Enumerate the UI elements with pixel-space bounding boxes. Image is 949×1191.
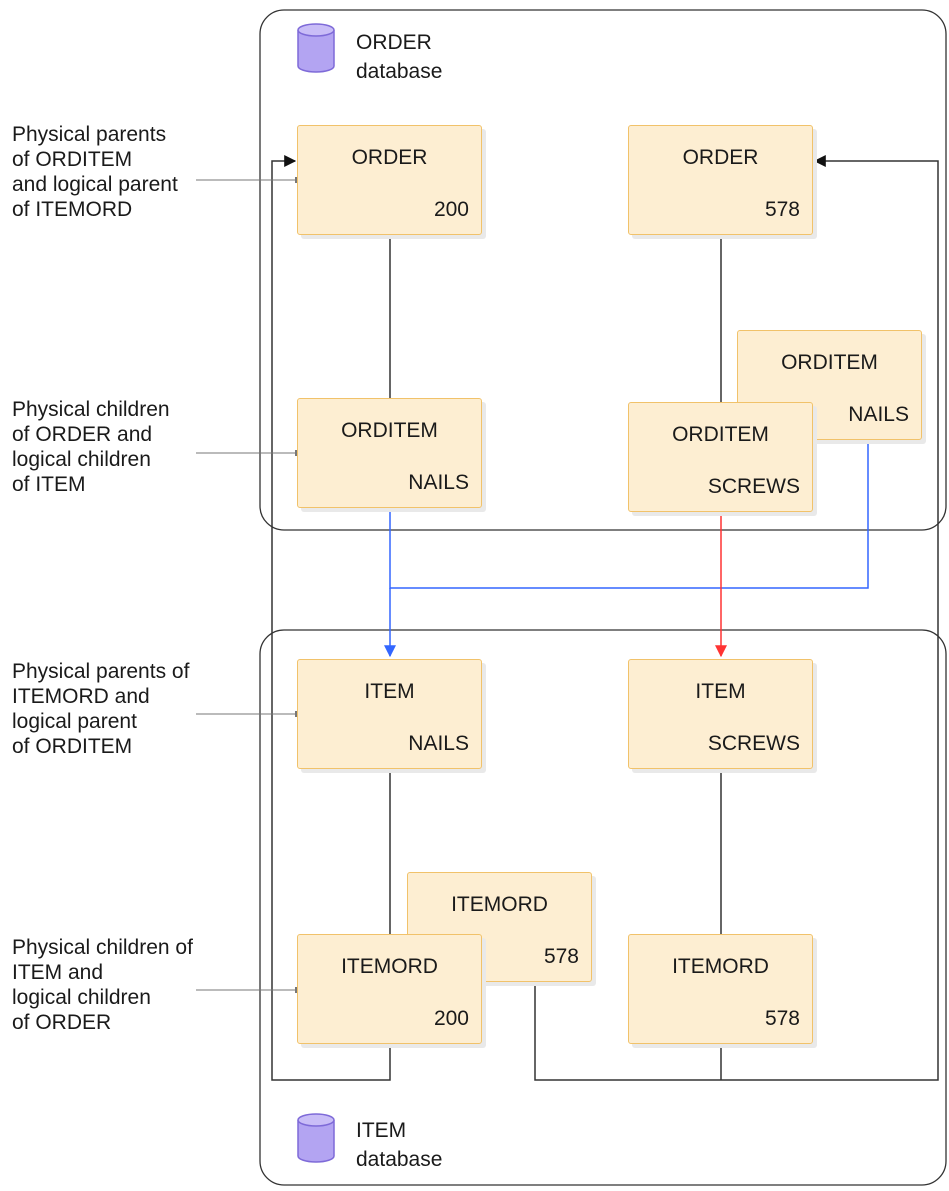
- segment-key: SCREWS: [707, 732, 800, 755]
- segment-item-screws: ITEM SCREWS: [628, 659, 813, 769]
- order-database-subtitle: database: [356, 60, 443, 83]
- order-database-icon: [297, 23, 335, 73]
- segment-orditem-screws: ORDITEM SCREWS: [628, 402, 813, 512]
- annotation-item-parents: Physical parents of ITEMORD and logical …: [12, 660, 190, 758]
- annotation-itemord-children: Physical children of ITEM and logical ch…: [12, 936, 193, 1034]
- segment-name: ITEM: [695, 680, 746, 703]
- segment-name: ITEMORD: [451, 893, 548, 916]
- segment-key: 578: [764, 198, 800, 221]
- order-database-title: ORDER: [356, 31, 432, 54]
- item-database-icon: [297, 1113, 335, 1163]
- item-database-label: ITEM database: [356, 1116, 442, 1174]
- annotation-orditem-children: Physical children of ORDER and logical c…: [12, 398, 170, 496]
- segment-key: 200: [433, 198, 469, 221]
- order-database-label: ORDER database: [356, 28, 442, 86]
- segment-order-578: ORDER 578: [628, 125, 813, 235]
- segment-key: NAILS: [408, 732, 469, 755]
- segment-key: 200: [433, 1007, 469, 1030]
- segment-key: NAILS: [408, 471, 469, 494]
- segment-key: SCREWS: [707, 475, 800, 498]
- segment-name: ORDITEM: [341, 419, 438, 442]
- order-database-container: [259, 9, 947, 531]
- item-database-title: ITEM: [356, 1119, 407, 1142]
- itemord-578-to-order-578-pointer: [534, 155, 939, 1081]
- segment-orditem-nails: ORDITEM NAILS: [297, 398, 482, 508]
- segment-itemord-578: ITEMORD 578: [628, 934, 813, 1044]
- nails-pointer-line: [389, 440, 869, 589]
- segment-name: ORDER: [682, 146, 759, 169]
- segment-item-nails: ITEM NAILS: [297, 659, 482, 769]
- itemord-200-to-order-200-pointer: [271, 155, 391, 1081]
- segment-key: 578: [764, 1007, 800, 1030]
- segment-name: ORDER: [351, 146, 428, 169]
- segment-itemord-200: ITEMORD 200: [297, 934, 482, 1044]
- item-database-subtitle: database: [356, 1148, 443, 1171]
- annotation-order-parents: Physical parents of ORDITEM and logical …: [12, 123, 178, 221]
- segment-name: ITEMORD: [341, 955, 438, 978]
- segment-order-200: ORDER 200: [297, 125, 482, 235]
- segment-key: NAILS: [848, 403, 909, 426]
- segment-name: ITEMORD: [672, 955, 769, 978]
- segment-name: ORDITEM: [672, 423, 769, 446]
- segment-key: 578: [543, 945, 579, 968]
- item-database-container: [259, 629, 947, 1186]
- segment-name: ITEM: [364, 680, 415, 703]
- segment-name: ORDITEM: [781, 351, 878, 374]
